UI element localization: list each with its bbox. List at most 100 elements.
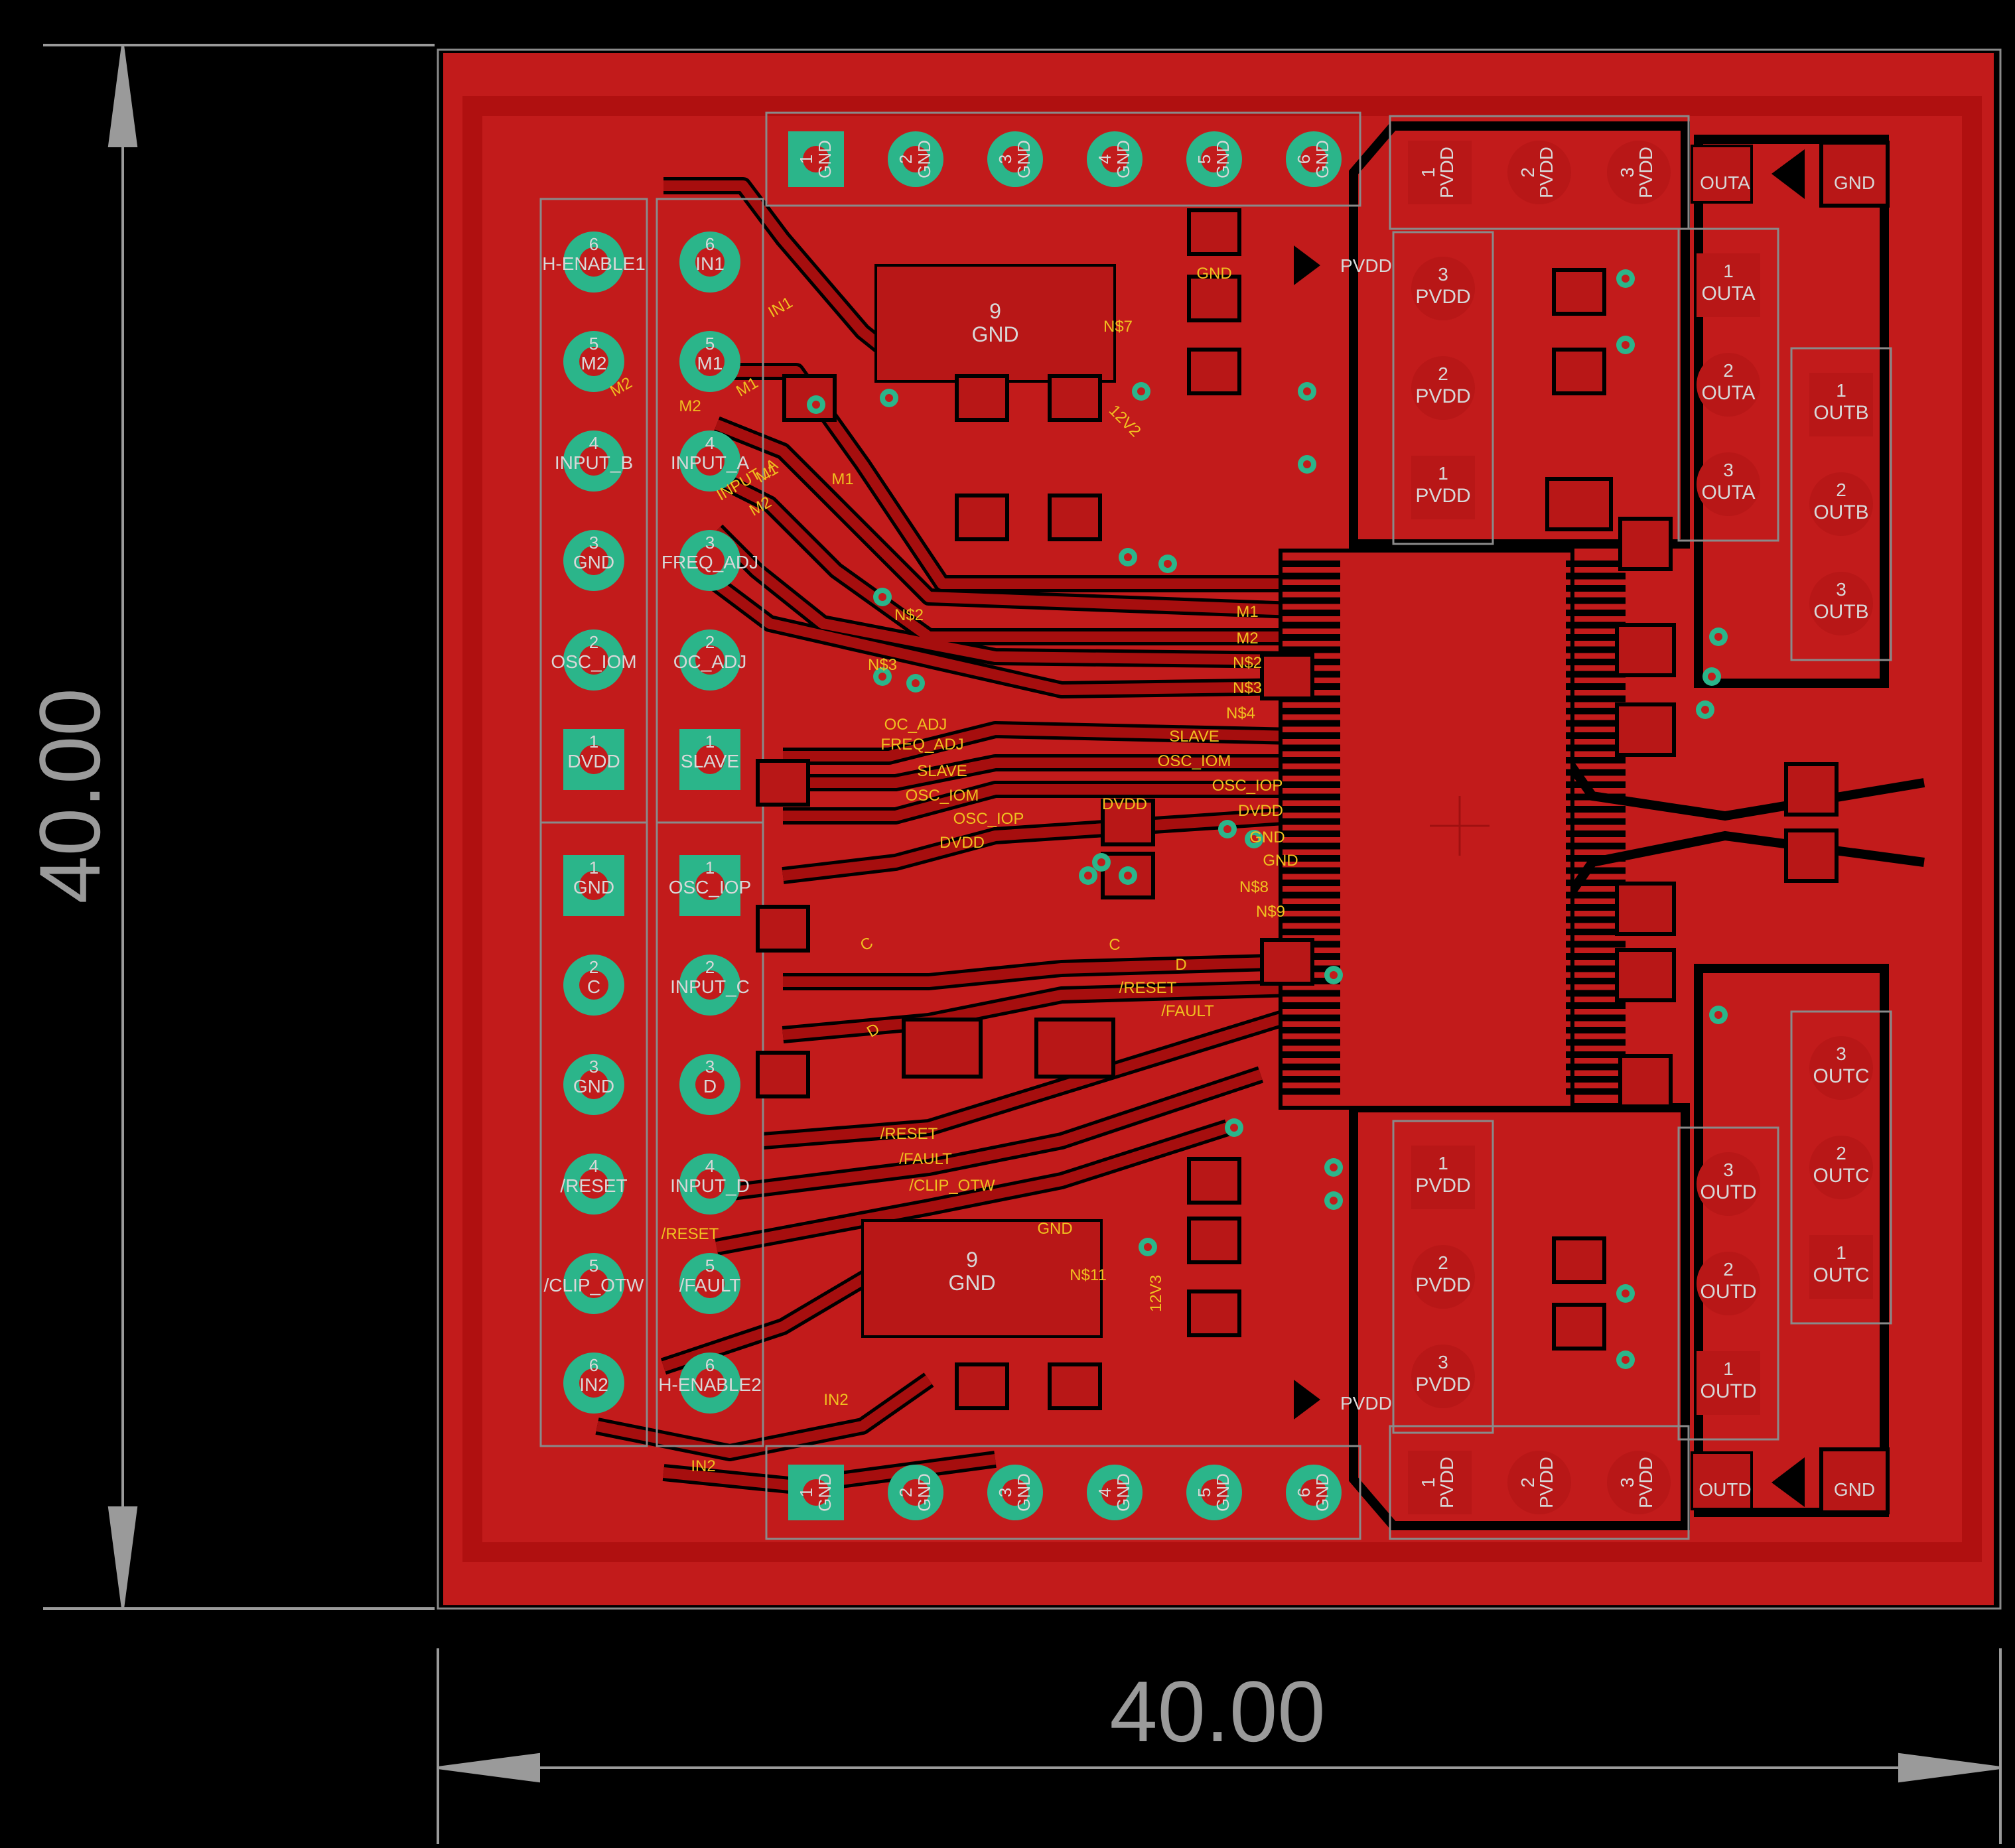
corner-outa-top: OUTA GND [1691,141,1890,208]
out-pin-num: 3 [1438,1352,1448,1372]
smd-pad [1622,1058,1669,1104]
net-label: /RESET [880,1125,938,1143]
smd-pad [959,378,1005,418]
connector-pin-num: 6 [705,1355,715,1375]
out-pad [1809,1235,1873,1299]
out-pin-net: PVDD [1415,1175,1470,1197]
ic-pin [1281,916,1340,923]
out-pin-num: 3 [1836,1043,1846,1064]
ic-pin [1566,806,1626,813]
header-pin-net: GND [914,140,934,178]
net-label: N$2 [894,606,924,624]
out-pin-net: OUTB [1813,601,1868,623]
corner-outa-top-label: OUTA [1700,172,1750,193]
smd-pad [1619,627,1672,673]
ic-pin [1566,855,1626,862]
pvdd-pin-net: PVDD [1536,147,1557,198]
dimension-vertical [43,44,435,1610]
ic-pins-right [1566,561,1626,1095]
pvdd-pin-num: 2 [1517,1477,1538,1488]
net-label: SLAVE [1169,728,1219,746]
header-pin-num: 1 [796,1488,816,1497]
smd-pad [760,1055,806,1094]
connector-pin-num: 4 [705,433,715,453]
out-pin-net: PVDD [1415,385,1470,407]
ic-pin [1281,867,1340,874]
net-label: /RESET [661,1225,719,1243]
out-pad [1697,253,1760,317]
header-pin-num: 3 [995,1488,1015,1497]
ic-pin [1566,585,1626,592]
header-pin-num: 6 [1294,1488,1314,1497]
out-pad [1411,1146,1475,1209]
net-label: 12V3 [1147,1275,1165,1312]
ic-pin [1281,622,1340,629]
ic-pin [1566,659,1626,665]
net-label: /CLIP_OTW [909,1177,995,1195]
ic-pin [1281,1002,1340,1009]
connector-pin-label: /RESET [560,1175,627,1196]
pvdd-pad [1507,141,1571,204]
header-pin-net: GND [1213,140,1233,178]
net-label: DVDD [1238,802,1283,820]
out-pin-num: 1 [1438,463,1448,484]
out-pin-net: PVDD [1415,1274,1470,1296]
header-pin-net: GND [1113,1473,1133,1512]
smd-pad [959,1366,1005,1406]
dimension-horizontal [437,1648,2002,1844]
net-label: /RESET [1119,979,1177,997]
ic-pin [1566,904,1626,911]
net-label: GND [1263,852,1298,870]
ic-pin [1281,732,1340,739]
smd-pad [1788,766,1835,813]
pvdd-pin-num: 2 [1517,167,1538,178]
net-label: /FAULT [1161,1002,1214,1020]
ic-pin [1281,769,1340,776]
out-pin-net: OUTD [1701,1281,1757,1303]
ic-pin [1281,818,1340,825]
ic-pin [1281,646,1340,653]
ic-pin [1566,1039,1626,1046]
ic-pin [1566,708,1626,714]
out-pin-net: OUTB [1813,402,1868,424]
out-pad [1809,1036,1873,1100]
pvdd-pad [1507,1451,1571,1514]
driver-ic-top: 9 GND [874,264,1116,383]
smd-pad [1622,521,1669,567]
smd-pad [1264,657,1310,696]
net-label: GND [1196,265,1231,283]
net-label: OSC_IOM [1158,752,1231,770]
ic-pin [1566,561,1626,567]
out-pin-num: 1 [1438,1153,1448,1173]
out-pin-num: 1 [1723,1358,1734,1379]
ic-pin [1281,720,1340,727]
ic-pin [1566,941,1626,948]
ic-pin [1281,610,1340,616]
ic-pin [1566,610,1626,616]
driver-ic-bottom-net: GND [948,1271,995,1295]
net-label: M2 [1236,629,1258,647]
smd-pad [1619,952,1672,998]
out-pad [1411,1345,1475,1408]
connector-pin-label: D [703,1076,717,1096]
ic-pin [1566,818,1626,825]
corner-outd-bottom-label: OUTD [1699,1479,1751,1500]
connector-pin-num: 2 [589,632,598,652]
pvdd-pin-num: 3 [1617,1477,1637,1488]
smd-pad [1549,481,1609,527]
smd-components [756,208,1839,1410]
ic-pin [1281,757,1340,763]
net-label: DVDD [939,834,985,852]
smd-pad [1788,832,1835,879]
ic-pin [1281,904,1340,911]
net-label: IN2 [823,1391,848,1409]
ic-pin [1566,793,1626,801]
out-pad [1697,1152,1760,1216]
header-pin-net: GND [1014,1473,1034,1512]
smd-pad [1052,1366,1098,1406]
connector-pin-num: 3 [705,1057,715,1077]
pvdd-pin-net: PVDD [1436,147,1457,198]
